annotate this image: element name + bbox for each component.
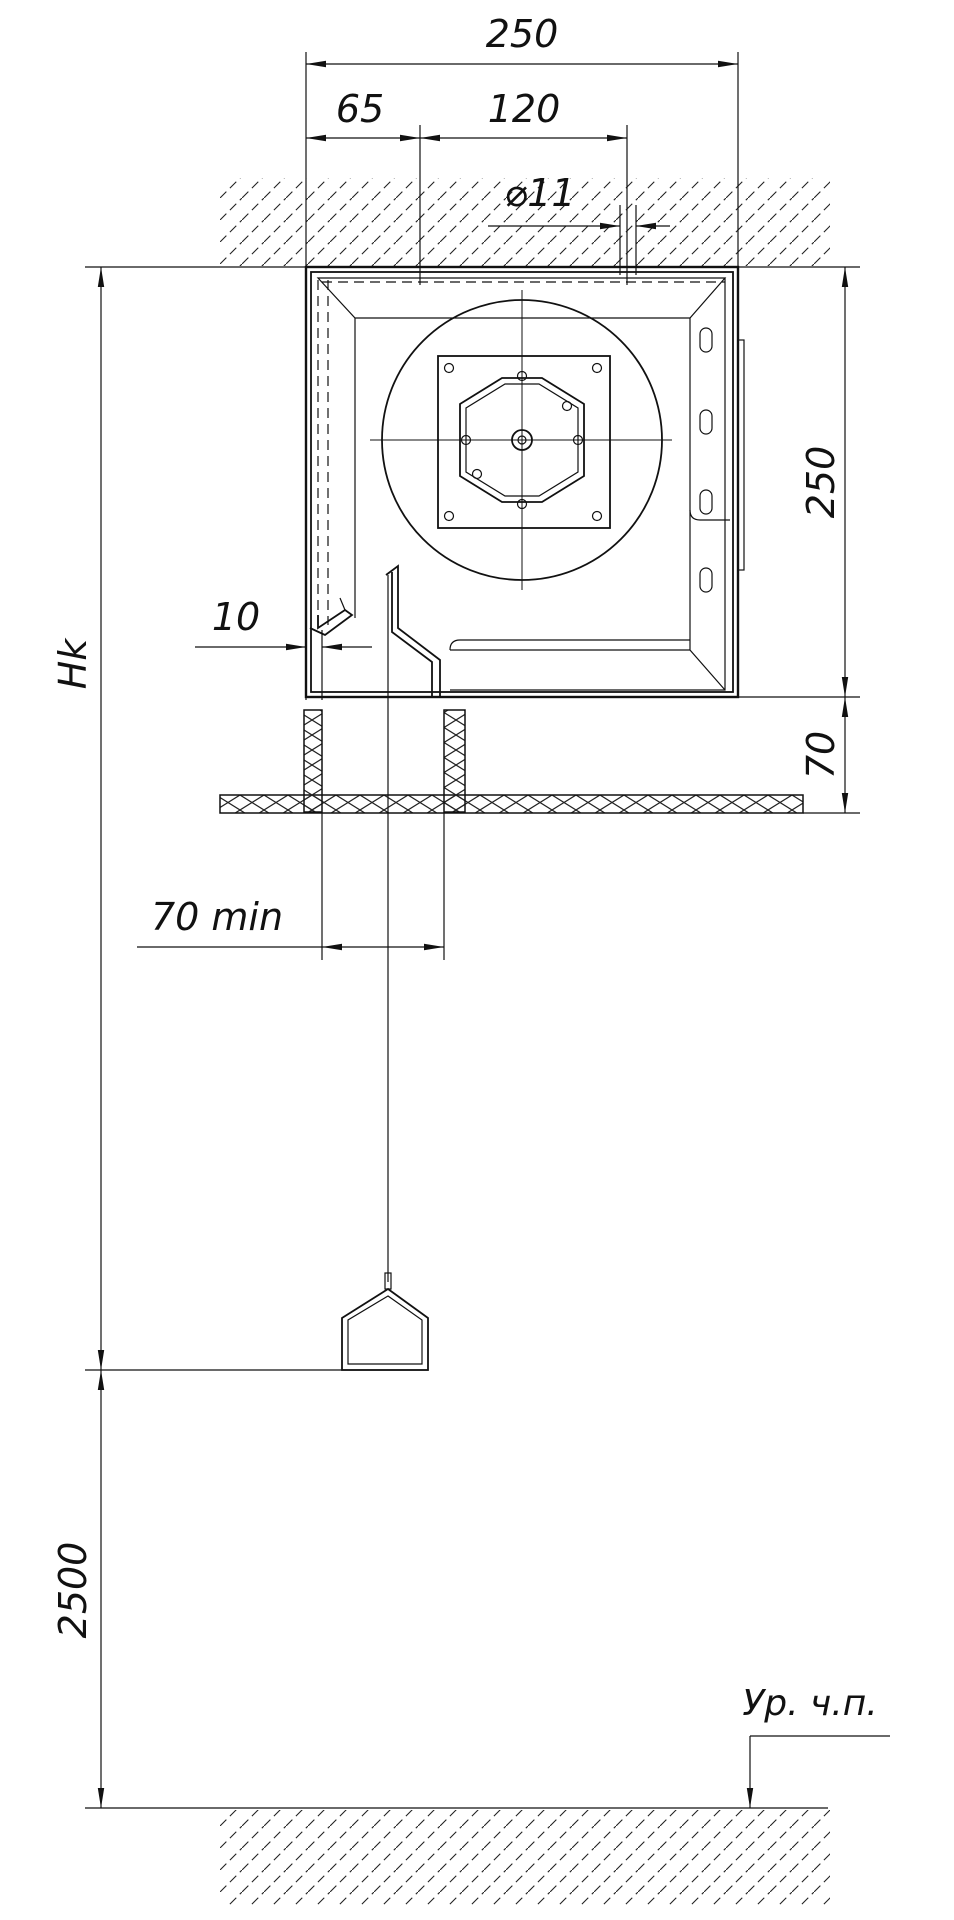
dim-opening-min-label: 70 min bbox=[151, 895, 283, 939]
pull-cord bbox=[341, 575, 429, 1371]
device-housing bbox=[304, 265, 745, 699]
dim-height-floor: 2500 bbox=[51, 1370, 105, 1808]
dim-hole-spacing-label: 120 bbox=[488, 87, 561, 131]
ceiling-slab bbox=[85, 178, 860, 268]
dim-hole-diameter: ⌀11 bbox=[488, 171, 670, 275]
dim-height-hk: Hk bbox=[51, 267, 428, 1371]
floor-level-marker: Ур. ч.п. bbox=[742, 1683, 890, 1808]
reel-assembly bbox=[370, 290, 672, 590]
dim-offset-left-label: 65 bbox=[336, 87, 384, 131]
dim-gap-below: 70 bbox=[799, 697, 860, 814]
dim-hole-diameter-label: ⌀11 bbox=[504, 171, 575, 215]
dim-width-total-label: 250 bbox=[486, 12, 559, 56]
dim-height-box: 250 bbox=[738, 267, 860, 698]
floor-slab bbox=[85, 1807, 830, 1905]
dim-gap-side: 10 bbox=[195, 595, 372, 700]
dim-gap-below-label: 70 bbox=[799, 731, 843, 779]
dim-offsets: 65 120 bbox=[306, 87, 628, 285]
dim-height-hk-label: Hk bbox=[51, 637, 95, 690]
dim-opening-min: 70 min bbox=[137, 813, 445, 960]
dim-gap-side-label: 10 bbox=[212, 595, 260, 639]
dim-height-box-label: 250 bbox=[799, 446, 843, 519]
dim-height-floor-label: 2500 bbox=[51, 1542, 95, 1639]
suspended-ceiling bbox=[219, 709, 804, 814]
dim-width-total: 250 bbox=[305, 12, 739, 267]
floor-level-label: Ур. ч.п. bbox=[742, 1683, 877, 1724]
